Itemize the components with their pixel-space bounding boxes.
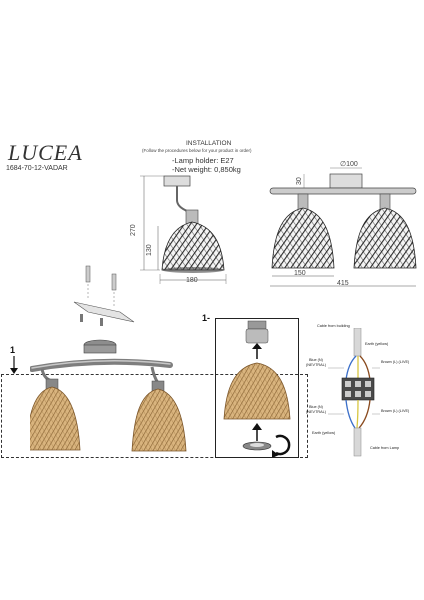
label-cable-from-lamp: Cable from Lamp [370, 446, 400, 450]
wiring-diagram [328, 328, 380, 457]
mounting-hardware [73, 265, 135, 326]
dim-height-total: 270 [130, 224, 137, 236]
lamp-cable [353, 427, 362, 457]
spec-lamp-holder: -Lamp holder: E27 [172, 156, 234, 165]
dim-length: 415 [337, 280, 349, 287]
mount-bar-front [269, 187, 417, 195]
product-code: 1684-70-12-VADAR [6, 165, 68, 172]
label-brown-bottom: Brown (L) (LIVE) [381, 409, 410, 413]
installation-subtitle: (Follow the procedures below for your pr… [142, 148, 252, 153]
dim-height-shade: 130 [146, 244, 153, 256]
label-earth-bottom: Earth (yellow) [312, 431, 336, 435]
building-cable [353, 328, 362, 357]
label-neutral-bottom: (NEVTRAL) [306, 410, 327, 414]
dim-canopy-diameter: ∅100 [340, 161, 358, 168]
brand-name: LUCEA [8, 140, 83, 165]
socket-icon [247, 320, 267, 330]
installation-title: INSTALLATION [186, 140, 232, 147]
label-cable-from-building: Cable from building [317, 324, 350, 328]
shade-fitting-drawing [223, 320, 291, 457]
dim-canopy-height: 30 [296, 177, 303, 185]
label-blue-top: Blue (N) [309, 358, 323, 362]
label-neutral-top: (NEVTRAL) [306, 363, 327, 367]
mounting-plate [73, 301, 135, 323]
rotate-icon [275, 434, 291, 456]
screw-icon [80, 314, 83, 322]
rattan-lamp-assembled [30, 339, 187, 452]
mount-bar [30, 358, 173, 372]
canopy-front [329, 173, 363, 189]
label-brown-top: Brown (L) (LIVE) [381, 360, 410, 364]
side-view-drawing [140, 175, 227, 284]
wall-plug-icon [111, 273, 117, 291]
label-earth-top: Earth (yellow) [365, 342, 389, 346]
spec-net-weight: -Net weight: 0,850kg [172, 165, 241, 174]
canopy-side [163, 175, 191, 187]
dim-spacing: 150 [294, 270, 306, 277]
dim-width-shade: 180 [186, 277, 198, 284]
shade-fitting-box [215, 318, 299, 458]
label-blue-bottom: Blue (N) [309, 405, 323, 409]
wall-plug-icon [85, 265, 91, 283]
step-one-arrow-icon [10, 356, 18, 374]
step-one-label: 1 [10, 345, 16, 355]
screw-icon [100, 318, 103, 326]
step-bulb-label: 1- [202, 313, 211, 323]
front-view-drawing [269, 167, 417, 287]
